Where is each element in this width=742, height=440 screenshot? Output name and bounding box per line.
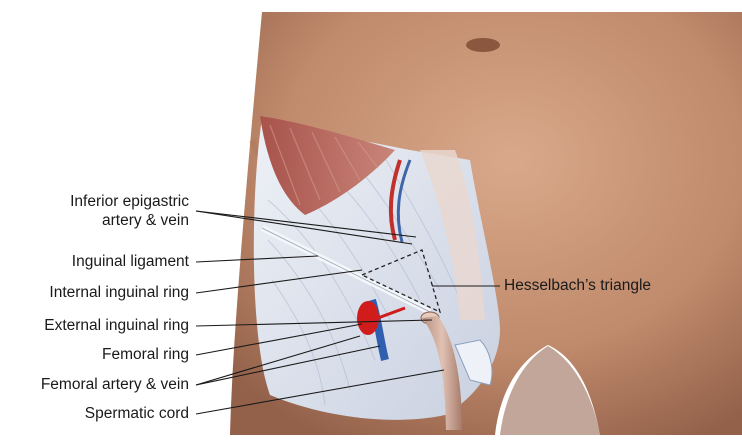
label-spermatic-cord: Spermatic cord <box>85 405 189 423</box>
label-inferior-epigastric-1: Inferior epigastric <box>70 193 189 211</box>
label-inguinal-ligament: Inguinal ligament <box>72 253 189 271</box>
femoral-artery-blob <box>357 301 379 335</box>
label-internal-inguinal-ring: Internal inguinal ring <box>49 284 189 302</box>
label-hesselbach-triangle: Hesselbach’s triangle <box>504 277 651 295</box>
label-external-inguinal-ring: External inguinal ring <box>44 317 189 335</box>
label-inferior-epigastric-2: artery & vein <box>102 212 189 230</box>
label-femoral-artery-vein: Femoral artery & vein <box>41 376 189 394</box>
label-femoral-ring: Femoral ring <box>102 346 189 364</box>
navel <box>466 38 500 52</box>
